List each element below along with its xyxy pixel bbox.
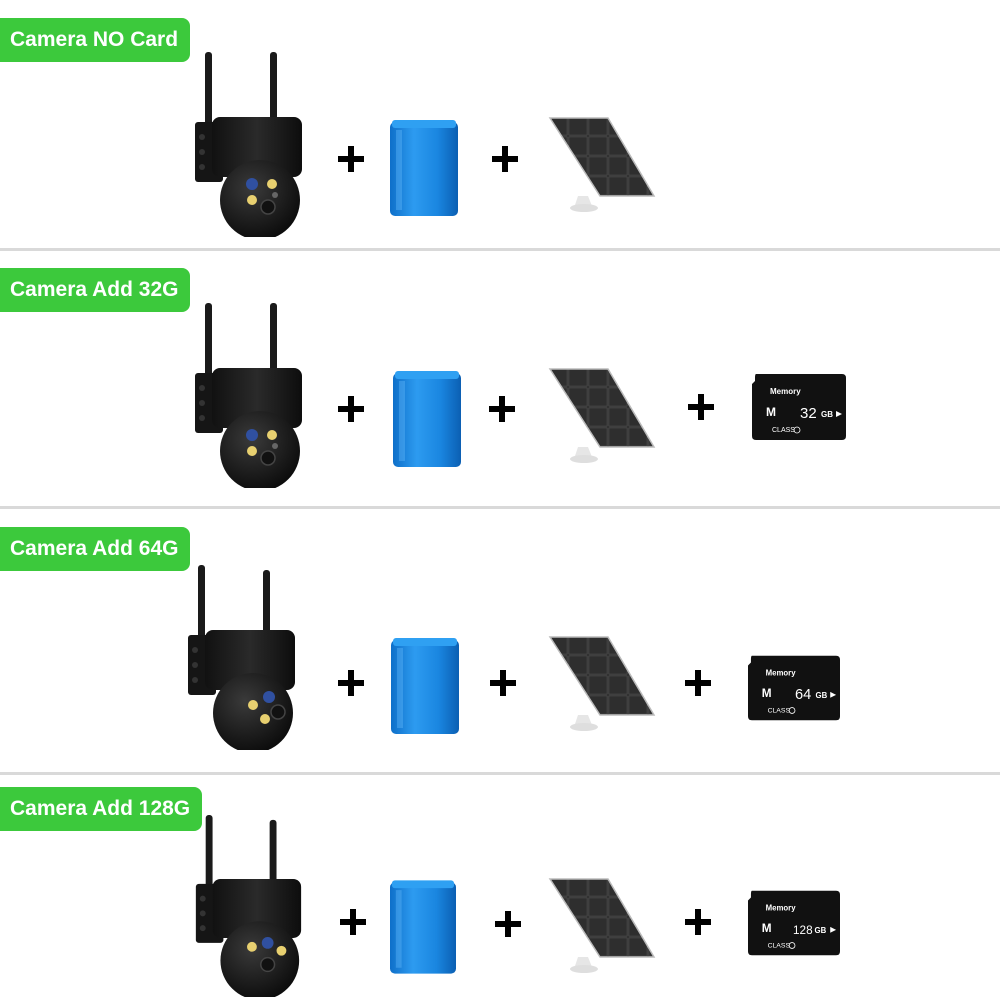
sd-card-unit: GB bbox=[816, 691, 828, 700]
plus-icon bbox=[489, 396, 515, 422]
sd-card-class: CLASS bbox=[768, 942, 791, 949]
bundle-label: Camera NO Card bbox=[0, 18, 191, 62]
sd-card-unit: GB bbox=[815, 926, 827, 935]
plus-icon bbox=[495, 911, 521, 937]
bundle-row-32g: Camera Add 32G Memory M 32 GB CLASS bbox=[0, 251, 1000, 506]
solar-panel-icon bbox=[548, 878, 656, 973]
svg-text:M: M bbox=[762, 687, 772, 700]
solar-panel-icon bbox=[548, 368, 656, 463]
sd-card-class: CLASS bbox=[772, 427, 795, 434]
plus-icon bbox=[338, 670, 364, 696]
sd-card-icon: Memory M 64 GB CLASS bbox=[748, 655, 840, 721]
bundle-label: Camera Add 128G bbox=[0, 787, 203, 831]
section-divider bbox=[0, 248, 1000, 251]
solar-panel-icon bbox=[548, 636, 656, 731]
plus-icon bbox=[685, 670, 711, 696]
plus-icon bbox=[338, 396, 364, 422]
plus-icon bbox=[490, 670, 516, 696]
plus-icon bbox=[338, 146, 364, 172]
sd-card-brand: Memory bbox=[770, 387, 801, 396]
bundle-label: Camera Add 32G bbox=[0, 268, 191, 312]
bundle-label: Camera Add 64G bbox=[0, 527, 191, 571]
svg-text:M: M bbox=[762, 922, 772, 935]
bundle-row-128g: Camera Add 128G Memory M 128 GB CLASS bbox=[0, 775, 1000, 1000]
section-divider bbox=[0, 772, 1000, 775]
plus-icon bbox=[492, 146, 518, 172]
battery-icon bbox=[391, 638, 459, 734]
battery-icon bbox=[393, 371, 461, 467]
sd-card-size: 128 bbox=[793, 924, 813, 937]
svg-text:M: M bbox=[766, 405, 776, 419]
camera-icon bbox=[195, 52, 302, 237]
sd-card-size: 32 bbox=[800, 405, 817, 422]
sd-card-icon: Memory M 32 GB CLASS bbox=[752, 374, 846, 440]
sd-card-size: 64 bbox=[795, 687, 811, 703]
sd-card-icon: Memory M 128 GB CLASS bbox=[748, 890, 840, 956]
sd-card-class: CLASS bbox=[768, 707, 791, 714]
camera-icon bbox=[195, 303, 302, 488]
bundle-row-64g: Camera Add 64G Memory M 64 GB CLASS bbox=[0, 509, 1000, 772]
sd-card-brand: Memory bbox=[766, 668, 797, 677]
camera-icon bbox=[188, 565, 295, 750]
sd-card-brand: Memory bbox=[766, 903, 797, 912]
section-divider bbox=[0, 506, 1000, 509]
plus-icon bbox=[340, 909, 366, 935]
plus-icon bbox=[685, 909, 711, 935]
camera-icon bbox=[195, 815, 302, 997]
plus-icon bbox=[688, 394, 714, 420]
battery-icon bbox=[390, 120, 458, 216]
bundle-row-no-card: Camera NO Card bbox=[0, 0, 1000, 248]
sd-card-unit: GB bbox=[821, 410, 833, 419]
battery-icon bbox=[390, 880, 456, 974]
solar-panel-icon bbox=[548, 117, 656, 212]
